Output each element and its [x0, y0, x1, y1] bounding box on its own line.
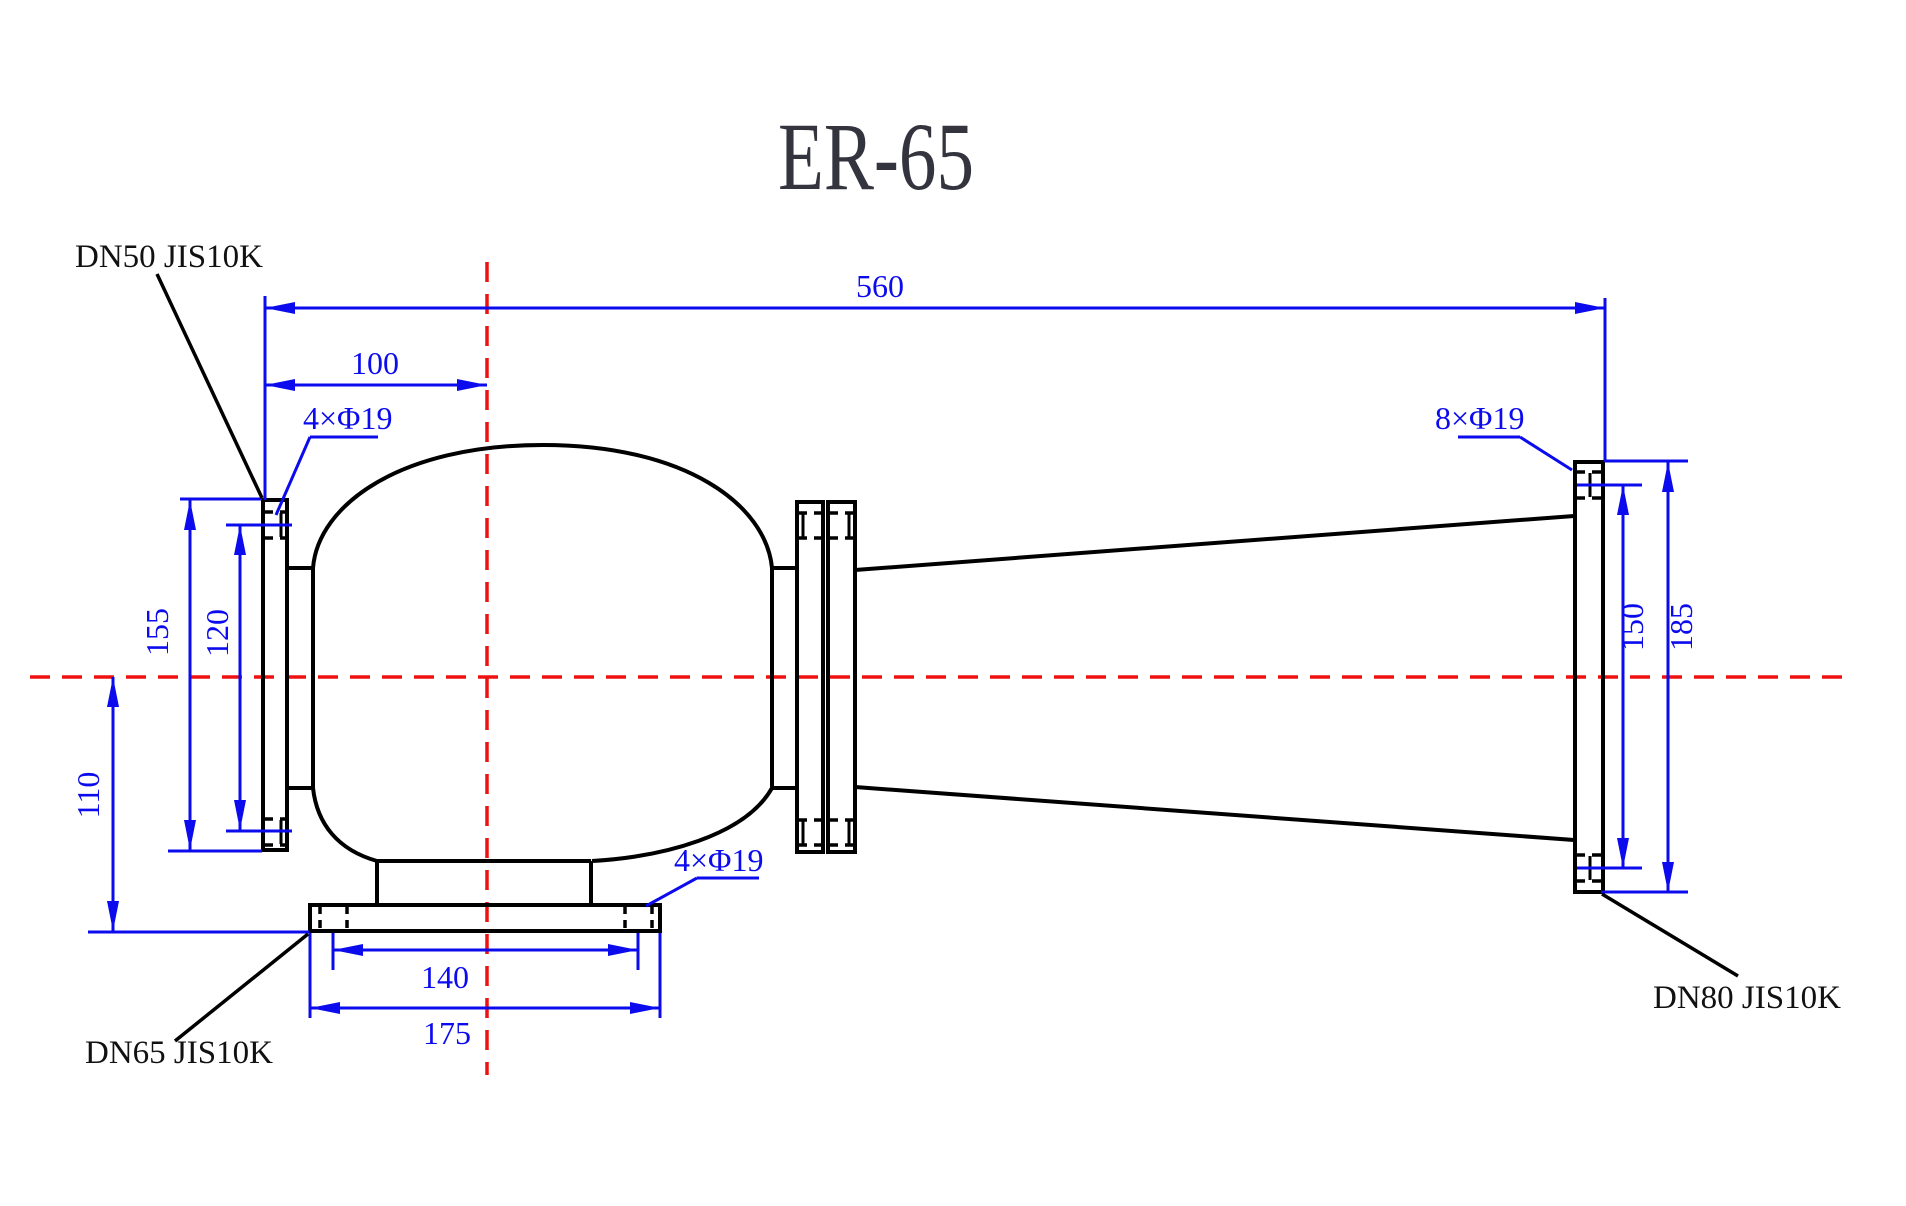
middle-flange-front	[795, 500, 825, 854]
dim-value-100: 100	[351, 345, 399, 381]
dim-arrowhead-bottom	[184, 820, 196, 850]
dim-arrowhead-bottom	[234, 800, 246, 830]
dim-right-flange-od: 185	[1601, 459, 1699, 894]
dim-arrowhead-bottom	[107, 901, 119, 931]
flange-label-dn80-leader	[1601, 892, 1739, 978]
bolt-callout-bottom: 4×Φ19	[645, 842, 763, 908]
bottom-flange-body	[308, 903, 662, 933]
right-flange	[1573, 460, 1605, 894]
right-flange-body	[1573, 460, 1605, 894]
dim-inlet-to-axis: 100	[265, 345, 487, 391]
cone-top-line	[854, 514, 1575, 572]
dim-arrowhead-left	[265, 302, 295, 314]
body-dome-arc	[311, 442, 774, 569]
dim-arrowhead-left	[333, 944, 363, 956]
flange-label-dn80-text: DN80 JIS10K	[1653, 980, 1841, 1016]
flange-label-dn65: DN65 JIS10K	[85, 932, 310, 1071]
dim-value-150: 150	[1614, 603, 1650, 651]
middle-flange-pair	[795, 500, 857, 854]
dim-value-110: 110	[70, 772, 106, 819]
dim-value-175: 175	[423, 1015, 471, 1051]
dim-bottom-bolt-circle: 140	[331, 933, 640, 995]
bolt-callout-right-text: 8×Φ19	[1435, 400, 1524, 436]
bolt-callout-bottom-text: 4×Φ19	[674, 842, 763, 878]
body-bottom-right-curve	[591, 787, 774, 863]
dim-arrowhead-bottom	[1617, 838, 1629, 868]
left-flange-body	[261, 498, 289, 852]
dim-right-bolt-circle: 150	[1577, 483, 1650, 870]
dim-left-bolt-circle: 120	[199, 523, 292, 833]
flange-label-dn50-leader	[155, 273, 264, 499]
drawing-title: ER-65	[778, 103, 974, 210]
dim-arrowhead-left	[265, 379, 295, 391]
dim-value-140: 140	[421, 959, 469, 995]
dim-axis-to-base: 110	[70, 677, 309, 934]
middle-flange-back	[826, 500, 857, 854]
dim-arrowhead-left	[310, 1002, 340, 1014]
dim-value-185: 185	[1663, 603, 1699, 651]
dim-overall-length: 560	[263, 268, 1607, 500]
flange-label-dn65-leader	[173, 932, 310, 1043]
dim-bottom-flange-od: 175	[308, 933, 662, 1051]
flange-label-dn50-text: DN50 JIS10K	[75, 239, 263, 275]
dim-arrowhead-right	[1575, 302, 1605, 314]
dim-value-120: 120	[199, 609, 235, 657]
bolt-callout-leader	[645, 876, 698, 908]
dim-value-560: 560	[856, 268, 904, 304]
flange-label-dn50: DN50 JIS10K	[75, 239, 264, 499]
dim-left-flange-od: 155	[139, 497, 262, 853]
valve-body	[287, 442, 797, 905]
bolt-callout-left: 4×Φ19	[274, 400, 392, 516]
left-flange	[261, 498, 289, 852]
dim-value-155: 155	[139, 608, 175, 656]
flange-label-dn80: DN80 JIS10K	[1601, 892, 1841, 1016]
dim-arrowhead-top	[107, 677, 119, 707]
body-bottom-left-curve	[311, 787, 378, 863]
dim-arrowhead-right	[630, 1002, 660, 1014]
dim-arrowhead-bottom	[1662, 862, 1674, 892]
dim-arrowhead-top	[184, 500, 196, 530]
dim-arrowhead-right	[608, 944, 638, 956]
centerlines	[30, 262, 1850, 1075]
bottom-flange	[308, 903, 662, 933]
flange-label-dn65-text: DN65 JIS10K	[85, 1035, 273, 1071]
dim-arrowhead-top	[1662, 462, 1674, 492]
diffuser-cone	[854, 514, 1575, 842]
bolt-callout-left-text: 4×Φ19	[303, 400, 392, 436]
dim-arrowhead-top	[234, 525, 246, 555]
bolt-callout-right: 8×Φ19	[1435, 400, 1573, 472]
cone-bottom-line	[854, 785, 1575, 842]
dim-arrowhead-right	[457, 379, 487, 391]
bolt-callout-leader	[274, 436, 312, 516]
dim-arrowhead-top	[1617, 485, 1629, 515]
bolt-callout-leader	[1519, 435, 1573, 472]
